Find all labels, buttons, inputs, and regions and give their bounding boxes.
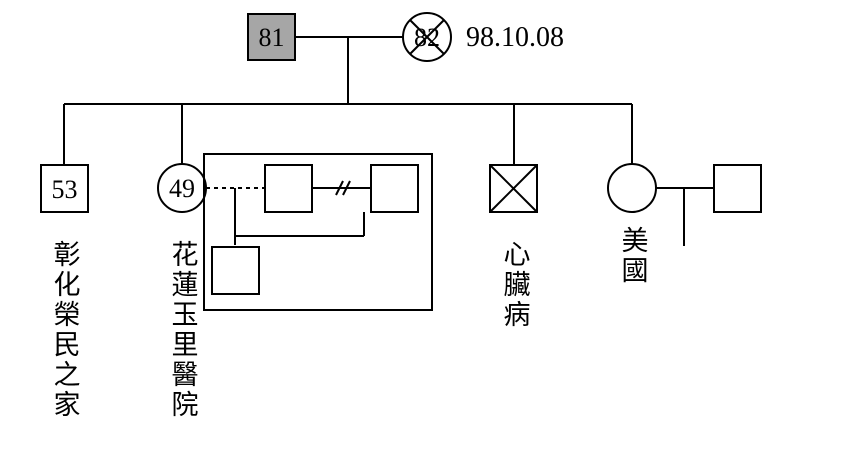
son-age: 53	[52, 175, 78, 204]
mother-death-date: 98.10.08	[466, 22, 564, 53]
partner-1-square	[264, 164, 313, 213]
deceased-cross-line-2	[409, 19, 445, 55]
household-boundary	[203, 153, 433, 311]
divorce-slash-1	[335, 180, 344, 196]
deceased-son-cause-label: 心臟病	[499, 240, 531, 330]
divorce-slash-2	[342, 180, 351, 196]
daughter-location-label: 花蓮玉里醫院	[167, 240, 199, 420]
youngest-daughter-spouse-square	[713, 164, 762, 213]
deceased-son-cross-2	[489, 164, 538, 213]
father-square	[247, 13, 296, 61]
grandchild-square	[211, 246, 260, 295]
son-square	[40, 164, 89, 213]
daughter-age: 49	[169, 174, 195, 203]
youngest-daughter-location-label: 美國	[617, 226, 648, 286]
son-location-label: 彰化榮民之家	[49, 240, 80, 420]
partner-2-square	[370, 164, 419, 213]
youngest-daughter-circle	[607, 163, 657, 213]
father-age: 81	[259, 23, 285, 52]
